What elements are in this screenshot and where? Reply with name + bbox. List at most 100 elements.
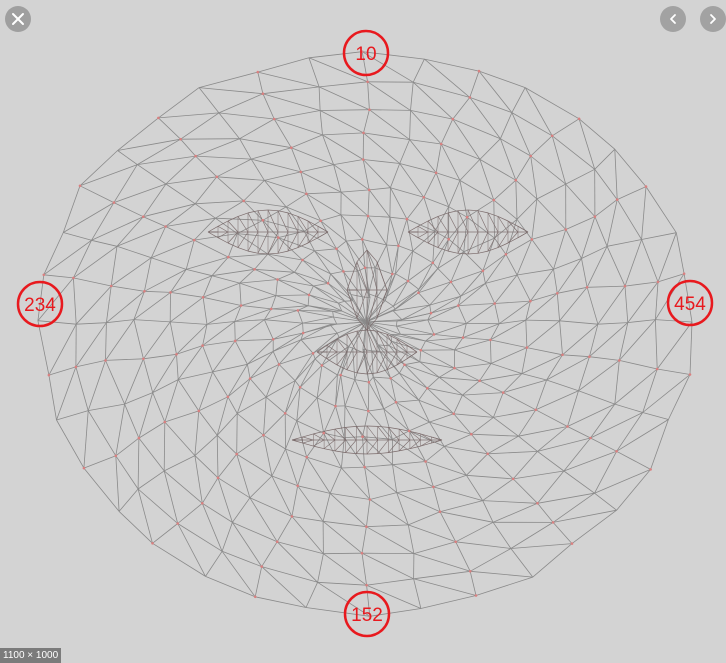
mesh-edge — [386, 333, 398, 340]
mesh-edge — [346, 334, 358, 353]
mesh-edge — [423, 196, 449, 208]
mesh-vertex — [142, 215, 145, 218]
next-image-button[interactable] — [700, 6, 726, 32]
mesh-edge — [239, 138, 292, 149]
mesh-edge — [546, 379, 579, 392]
mesh-edge — [417, 226, 429, 233]
mesh-edge — [307, 231, 319, 244]
mesh-edge — [236, 453, 273, 477]
mesh-edge — [493, 417, 519, 437]
previous-image-button[interactable] — [660, 6, 686, 32]
mesh-edge — [425, 461, 467, 476]
mesh-edge — [144, 269, 187, 292]
mesh-edge — [308, 57, 368, 83]
mesh-edge — [399, 372, 420, 401]
mesh-edge — [364, 464, 393, 468]
mesh-edge — [578, 360, 620, 392]
mesh-edge — [462, 394, 494, 418]
mesh-edge — [376, 289, 388, 319]
mesh-edge — [412, 231, 436, 252]
mesh-edge — [236, 413, 264, 436]
mesh-edge — [433, 486, 441, 512]
mesh-vertex — [290, 146, 293, 149]
mesh-edge — [507, 231, 519, 244]
landmark-152: 152 — [343, 590, 391, 638]
mesh-edge — [466, 303, 495, 324]
mesh-edge — [448, 180, 461, 207]
mesh-edge — [302, 250, 315, 261]
mesh-edge — [594, 492, 617, 511]
mesh-edge — [407, 225, 419, 233]
mesh-edge — [277, 210, 289, 233]
mesh-edge — [366, 584, 422, 609]
mesh-edge — [431, 436, 443, 441]
mesh-edge — [237, 396, 267, 414]
mesh-edge — [340, 346, 350, 376]
mesh-edge — [478, 70, 526, 88]
mesh-edge — [334, 450, 346, 453]
mesh-edge — [294, 259, 303, 273]
mesh-edge — [344, 405, 363, 437]
mesh-edge — [336, 240, 347, 250]
mesh-vertex — [276, 278, 279, 281]
mesh-edge — [497, 216, 509, 222]
mesh-edge — [606, 246, 626, 287]
mesh-edge — [386, 334, 398, 353]
mesh-edge — [177, 523, 206, 577]
mesh-vertex — [457, 304, 460, 307]
mesh-edge — [91, 239, 118, 247]
mesh-edge — [247, 364, 251, 379]
mesh-vertex — [529, 154, 532, 158]
mesh-edge — [169, 321, 177, 355]
mesh-edge — [261, 566, 318, 583]
mesh-edge — [234, 319, 265, 342]
mesh-edge — [361, 553, 367, 586]
mesh-edge — [482, 253, 507, 272]
mesh-edge — [320, 220, 347, 242]
mesh-edge — [164, 410, 199, 423]
mesh-vertex — [334, 404, 337, 408]
mesh-edge — [272, 332, 304, 352]
mesh-edge — [133, 292, 171, 320]
mesh-edge — [594, 199, 618, 217]
mesh-edge — [668, 374, 691, 420]
mesh-edge — [459, 159, 481, 181]
mesh-edge — [348, 346, 353, 349]
mesh-edge — [420, 433, 432, 441]
mesh-edge — [439, 376, 480, 382]
mesh-edge — [302, 436, 314, 441]
mesh-edge — [345, 426, 357, 428]
mesh-edge — [164, 421, 196, 456]
close-button[interactable] — [5, 6, 31, 32]
mesh-edge — [366, 249, 378, 291]
mesh-edge — [366, 585, 371, 617]
mesh-edge — [91, 202, 115, 241]
mesh-edge — [586, 246, 608, 288]
mesh-vertex — [589, 436, 592, 440]
mesh-edge — [314, 250, 331, 275]
mesh-edge — [559, 320, 598, 325]
mesh-edge — [525, 292, 558, 321]
mesh-edge — [56, 410, 89, 421]
mesh-edge — [247, 250, 259, 254]
mesh-edge — [418, 387, 428, 401]
mesh-vertex — [474, 594, 478, 597]
mesh-edge — [313, 282, 329, 287]
mesh-edge — [467, 231, 479, 255]
mesh-edge — [454, 349, 492, 364]
mesh-edge — [237, 233, 269, 255]
mesh-edge — [316, 397, 325, 434]
mesh-edge — [396, 320, 398, 327]
mesh-edge — [321, 346, 349, 366]
mesh-edge — [391, 340, 421, 363]
mesh-edge — [537, 451, 565, 472]
mesh-edge — [234, 308, 272, 322]
mesh-edge — [255, 596, 307, 608]
mesh-edge — [232, 522, 278, 543]
mesh-edge — [493, 409, 536, 418]
mesh-edge — [388, 427, 400, 441]
mesh-edge — [479, 159, 517, 181]
mesh-edge — [408, 421, 430, 432]
mesh-edge — [423, 197, 436, 232]
mesh-edge — [307, 220, 319, 233]
